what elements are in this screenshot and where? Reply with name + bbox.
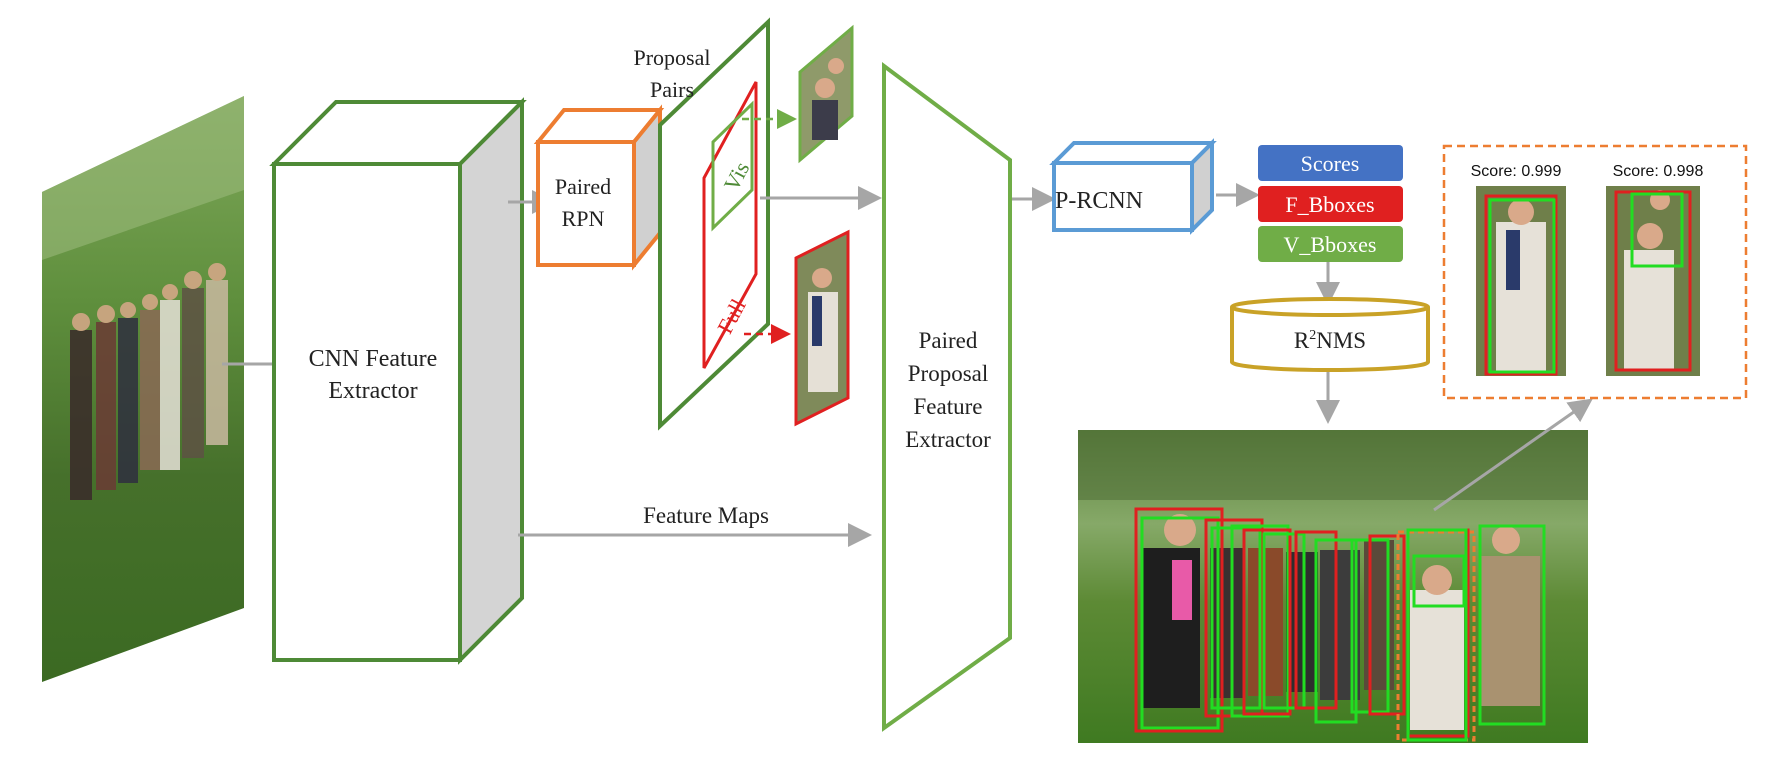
ppfe-label-line3: Feature: [914, 394, 983, 419]
detail-crops-panel: Score: 0.999 Score: 0.998: [1442, 144, 1748, 400]
score-2-label: Score: 0.998: [1613, 163, 1704, 180]
score-1-label: Score: 0.999: [1471, 163, 1562, 180]
scores-tag: Scores: [1258, 145, 1403, 181]
prcnn-label: P-RCNN: [1055, 188, 1143, 214]
paired-rpn-label-line2: RPN: [562, 206, 605, 231]
ppfe-label-line2: Proposal: [908, 361, 989, 386]
cnn-feature-extractor-box: CNN Feature Extractor: [269, 97, 527, 665]
ppfe-label-line4: Extractor: [905, 427, 991, 452]
detail-crop-1: [1476, 186, 1566, 376]
input-image: [42, 96, 244, 682]
result-scene-image: [1078, 430, 1588, 743]
scores-label: Scores: [1301, 151, 1360, 176]
f-bboxes-tag: F_Bboxes: [1258, 186, 1403, 222]
v-bboxes-label: V_Bboxes: [1284, 232, 1377, 257]
detail-crop-2: [1606, 186, 1700, 376]
f-bboxes-label: F_Bboxes: [1285, 192, 1374, 217]
full-crop-image: [794, 229, 850, 427]
r2nms-box: R2NMS: [1230, 297, 1430, 372]
cnn-label-line2: Extractor: [328, 378, 417, 404]
full-box: [702, 81, 758, 369]
arrow-scene-to-crops: [1433, 398, 1593, 512]
proposal-pairs-label-line2: Pairs: [650, 77, 694, 102]
v-bboxes-tag: V_Bboxes: [1258, 226, 1403, 262]
proposal-pairs-label-line1: Proposal: [634, 45, 711, 70]
ppfe-box: Paired Proposal Feature Extractor: [882, 62, 1012, 732]
scene-bboxes: [1134, 507, 1546, 742]
paired-rpn-label-line1: Paired: [555, 174, 611, 199]
visible-crop-image: [798, 24, 854, 164]
vis-box: [711, 100, 754, 232]
proposal-pairs-panel: Vis Full: [658, 17, 770, 431]
prcnn-box: P-RCNN: [1049, 138, 1217, 235]
paired-rpn-box: Paired RPN: [533, 104, 665, 271]
r2nms-label: R2NMS: [1294, 328, 1366, 353]
ppfe-label-line1: Paired: [919, 328, 978, 353]
cnn-label-line1: CNN Feature: [309, 346, 438, 372]
feature-maps-label: Feature Maps: [643, 503, 769, 528]
